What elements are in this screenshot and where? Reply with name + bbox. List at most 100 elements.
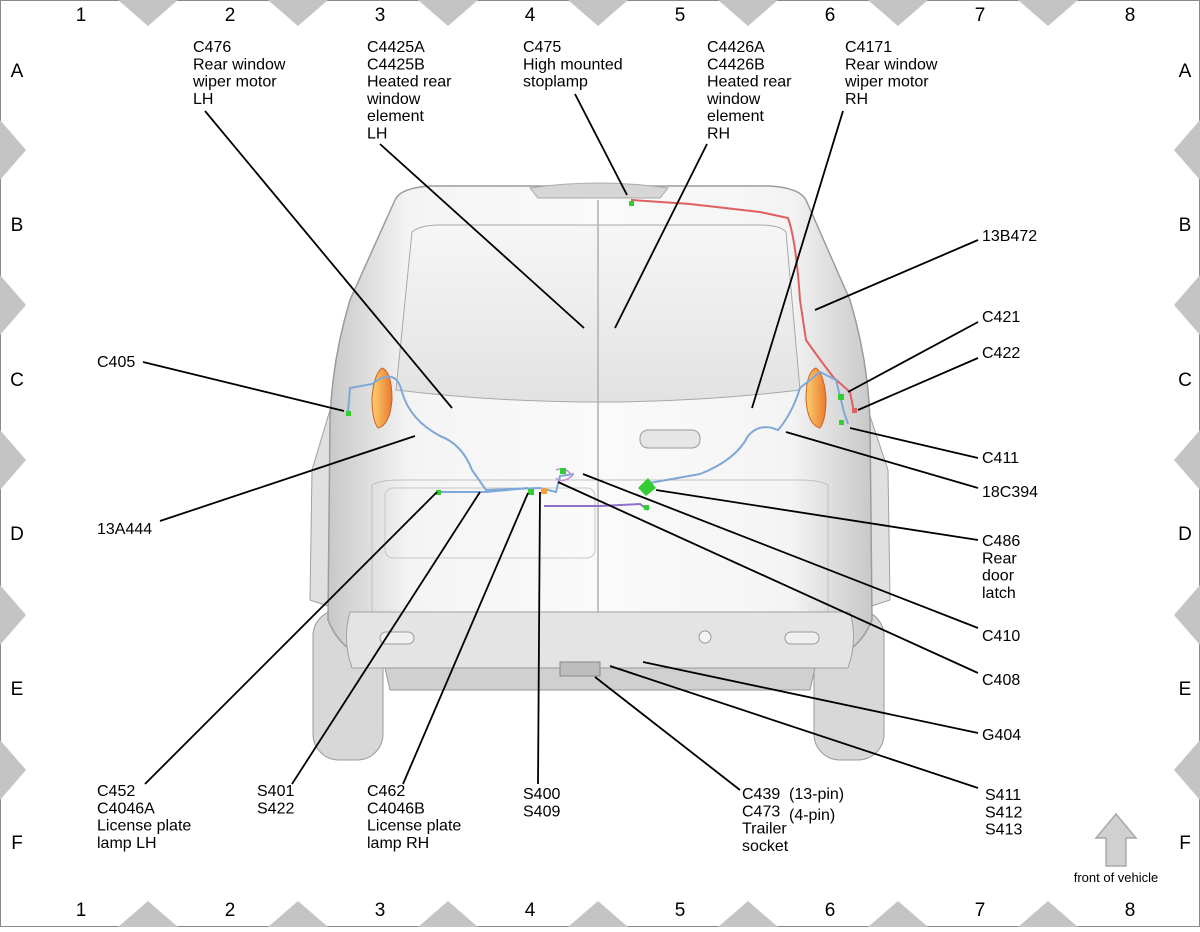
grid-row-right-d: D bbox=[1178, 524, 1192, 545]
label-s411-line: S411 bbox=[985, 787, 1021, 804]
label-c4425-line: element bbox=[367, 108, 424, 125]
label-s400-line: S400 bbox=[523, 786, 560, 803]
label-c408: C408 bbox=[982, 672, 1020, 689]
license-plate-recess bbox=[384, 487, 596, 559]
connector-c452 bbox=[436, 490, 441, 495]
label-s411-line: S412 bbox=[985, 804, 1022, 821]
label-c4425-line: C4425A bbox=[367, 39, 425, 56]
harness-18c394 bbox=[643, 370, 849, 485]
reflector-right bbox=[784, 631, 820, 645]
label-c486-line: latch bbox=[982, 585, 1016, 602]
grid-col-bottom-8: 8 bbox=[1125, 900, 1136, 921]
label-c486-line: Rear bbox=[982, 550, 1017, 567]
label-c410-line: C410 bbox=[982, 628, 1020, 645]
label-s400-line: S409 bbox=[523, 803, 560, 820]
label-c462-line: C4046B bbox=[367, 800, 425, 817]
label-c475-line: High mounted bbox=[523, 56, 623, 73]
grid-col-bottom-3: 3 bbox=[375, 900, 386, 921]
pin-note-c473: (4-pin) bbox=[789, 807, 835, 824]
label-c4425-line: C4425B bbox=[367, 56, 425, 73]
grid-col-top-4: 4 bbox=[525, 5, 536, 26]
grid-row-left-b: B bbox=[11, 215, 24, 236]
label-c475-line: C475 bbox=[523, 39, 561, 56]
grid-col-top-6: 6 bbox=[825, 5, 836, 26]
label-c452-line: License plate bbox=[97, 818, 191, 835]
connector-c410 bbox=[560, 468, 566, 474]
label-c476-line: wiper motor bbox=[192, 74, 277, 91]
grid-col-bottom-6: 6 bbox=[825, 900, 836, 921]
connector-c486 bbox=[638, 478, 656, 496]
label-c421-line: C421 bbox=[982, 309, 1020, 326]
connector-c462 bbox=[528, 489, 534, 495]
grid-col-top-5: 5 bbox=[675, 5, 686, 26]
trailer-socket-mount bbox=[559, 661, 601, 677]
label-c476-line: Rear window bbox=[193, 56, 286, 73]
label-c4426-line: window bbox=[706, 91, 761, 108]
roof-spoiler bbox=[529, 182, 669, 199]
connector-c422 bbox=[852, 408, 857, 413]
door-handle bbox=[639, 429, 701, 449]
tail-lamp-left bbox=[371, 367, 393, 429]
label-c4171-line: Rear window bbox=[845, 56, 938, 73]
connectors bbox=[346, 201, 857, 510]
pin-note-c439: (13-pin) bbox=[789, 786, 844, 803]
label-c422: C422 bbox=[982, 345, 1020, 362]
label-c422-line: C422 bbox=[982, 345, 1020, 362]
label-c452-line: C452 bbox=[97, 783, 135, 800]
label-c452-line: C4046A bbox=[97, 800, 155, 817]
label-c411: C411 bbox=[982, 450, 1019, 467]
label-18c394: 18C394 bbox=[982, 484, 1038, 501]
label-c4426-line: element bbox=[707, 108, 764, 125]
label-c4171-line: RH bbox=[845, 91, 868, 108]
vehicle-rear-view bbox=[309, 182, 891, 761]
label-c4171-line: wiper motor bbox=[844, 74, 929, 91]
arrow-up-icon bbox=[1094, 812, 1138, 867]
label-13a444-line: 13A444 bbox=[97, 521, 152, 538]
connector-c411 bbox=[839, 420, 844, 425]
label-c421: C421 bbox=[982, 309, 1020, 326]
label-c476-line: C476 bbox=[193, 39, 231, 56]
connector-c405 bbox=[346, 411, 351, 416]
label-c4425-line: window bbox=[366, 91, 421, 108]
label-c4425-line: Heated rear bbox=[367, 74, 452, 91]
label-c4426-line: Heated rear bbox=[707, 74, 792, 91]
label-13b472: 13B472 bbox=[982, 228, 1037, 245]
harness-13b472 bbox=[631, 198, 855, 413]
grid-row-right-f: F bbox=[1179, 833, 1191, 854]
label-s401-line: S422 bbox=[257, 800, 294, 817]
label-g404-line: G404 bbox=[982, 727, 1021, 744]
tail-lamp-right bbox=[805, 367, 827, 429]
connector-c421 bbox=[838, 394, 844, 400]
label-c4171-line: C4171 bbox=[845, 39, 892, 56]
grid-row-left-d: D bbox=[10, 524, 24, 545]
grid-row-left-e: E bbox=[11, 679, 24, 700]
grid-col-top-8: 8 bbox=[1125, 5, 1136, 26]
label-g404: G404 bbox=[982, 727, 1021, 744]
grid-row-right-b: B bbox=[1179, 215, 1192, 236]
label-c486-line: door bbox=[982, 568, 1015, 585]
grid-row-right-c: C bbox=[1178, 370, 1192, 391]
lower-door-panel bbox=[371, 479, 829, 613]
grid-col-bottom-5: 5 bbox=[675, 900, 686, 921]
grid-row-left-a: A bbox=[11, 61, 24, 82]
label-c439-line: Trailer bbox=[742, 821, 787, 838]
label-c439-line: C473 bbox=[742, 803, 780, 820]
label-c475-line: stoplamp bbox=[523, 74, 588, 91]
label-c486-line: C486 bbox=[982, 533, 1020, 550]
grid-col-top-1: 1 bbox=[76, 5, 87, 26]
label-s411-line: S413 bbox=[985, 822, 1022, 839]
label-c439-line: socket bbox=[742, 838, 789, 855]
grid-col-bottom-1: 1 bbox=[76, 900, 87, 921]
harness-13a444 bbox=[347, 375, 575, 494]
label-c476-line: LH bbox=[193, 91, 213, 108]
